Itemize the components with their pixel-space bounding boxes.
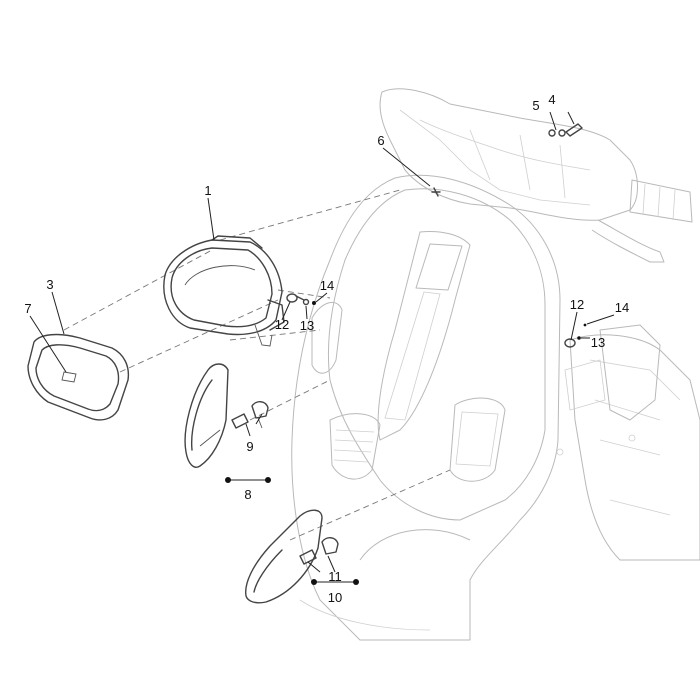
bracket-dots — [225, 477, 359, 585]
callout-13-right: 13 — [591, 335, 605, 350]
callout-6: 6 — [377, 133, 384, 148]
callout-5: 5 — [532, 98, 539, 113]
callout-7: 7 — [24, 301, 31, 316]
callout-12-left: 12 — [275, 317, 289, 332]
callout-13-left: 13 — [300, 318, 314, 333]
left-signal-bulb — [231, 401, 269, 429]
headlight-fasteners — [286, 293, 316, 306]
callout-14-left: 14 — [320, 278, 334, 293]
callout-4: 4 — [548, 92, 555, 107]
callout-10: 10 — [328, 590, 342, 605]
headlight-unit — [163, 235, 285, 347]
scooter-body-outline — [291, 88, 700, 641]
callout-12-right: 12 — [570, 297, 584, 312]
callout-leaders — [29, 111, 615, 583]
assembly-lines — [63, 189, 451, 541]
callout-14-right: 14 — [615, 300, 629, 315]
right-signal-bulb — [299, 537, 339, 565]
callout-labels: 1 3 4 5 6 7 8 9 10 11 12 12 13 13 14 14 — [24, 92, 629, 605]
left-turn-signal — [184, 363, 229, 468]
handlebar-bolt — [548, 123, 583, 137]
callout-8: 8 — [244, 487, 251, 502]
callout-11: 11 — [328, 569, 342, 584]
callout-1: 1 — [204, 183, 211, 198]
right-fasteners — [564, 323, 587, 348]
callout-9: 9 — [246, 439, 253, 454]
callout-3: 3 — [46, 277, 53, 292]
headlight-rim — [27, 333, 130, 421]
right-turn-signal — [245, 509, 323, 604]
screw-6 — [431, 187, 441, 197]
